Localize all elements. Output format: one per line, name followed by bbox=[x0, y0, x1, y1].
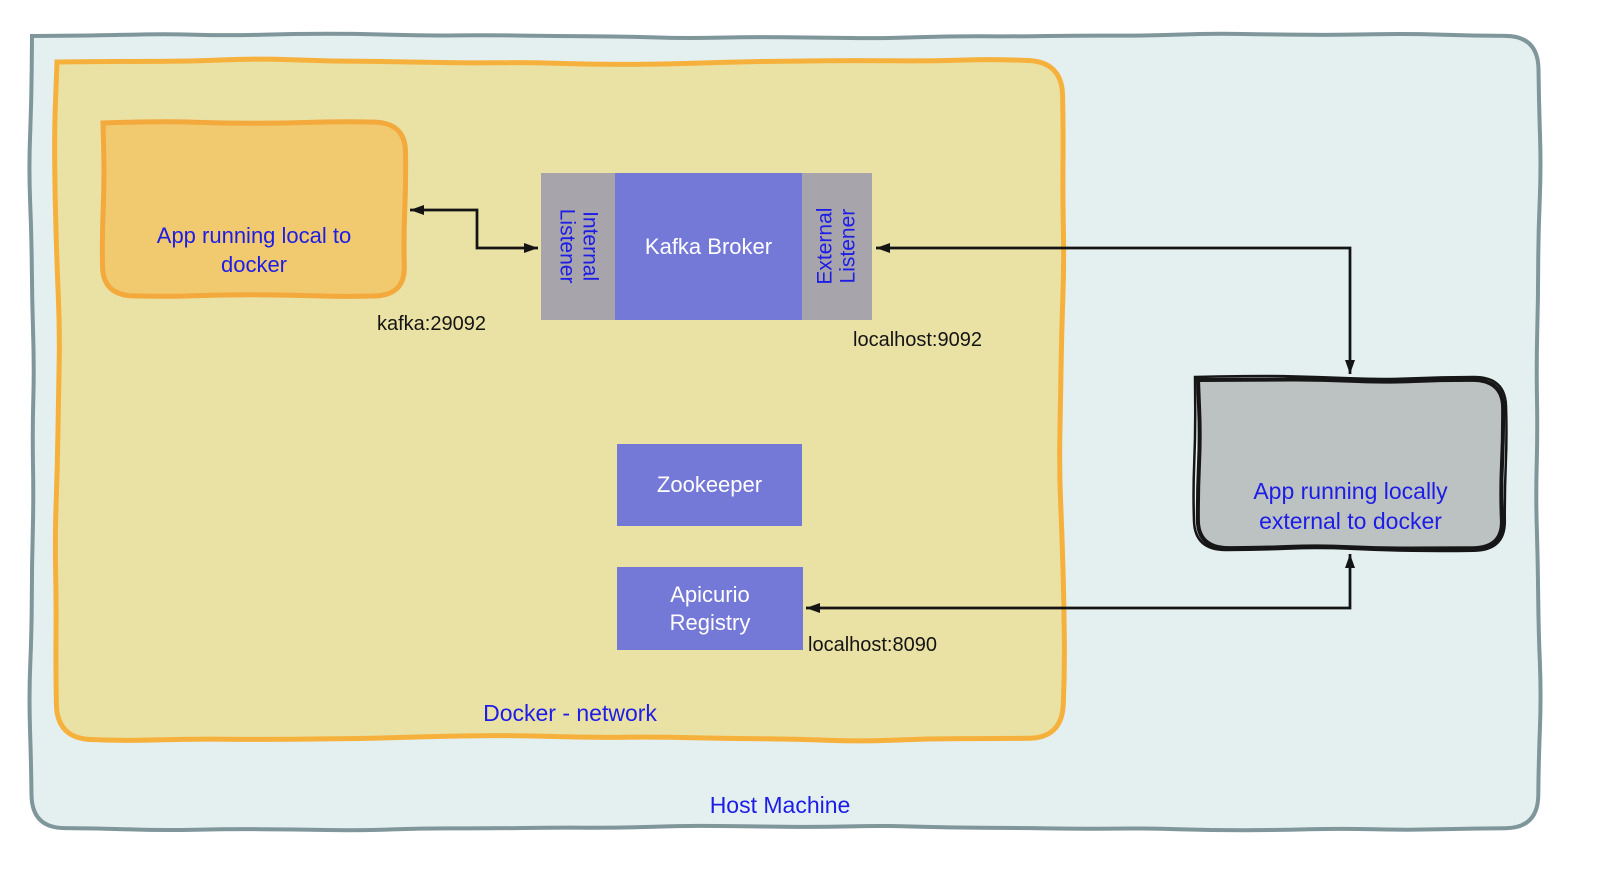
host-machine-label: Host Machine bbox=[709, 792, 851, 818]
apicurio-port-label: localhost:8090 bbox=[808, 634, 937, 656]
internal-listener-line1: Internal bbox=[578, 211, 602, 282]
zookeeper-label: Zookeeper bbox=[656, 472, 763, 498]
kafka-broker-box: Kafka Broker bbox=[615, 173, 802, 320]
apicurio-box: Apicurio Registry bbox=[617, 567, 803, 650]
zookeeper-box: Zookeeper bbox=[617, 444, 802, 526]
internal-listener-panel bbox=[541, 173, 615, 320]
internal-listener-text: Internal Listener bbox=[555, 209, 601, 284]
internal-listener-label: Internal Listener bbox=[541, 173, 615, 320]
app-external-box-outline bbox=[1192, 374, 1508, 553]
docker-network-label: Docker - network bbox=[483, 700, 657, 726]
app-local-line1: App running local to bbox=[156, 223, 352, 248]
arrow-apicurio-app-external bbox=[806, 554, 1355, 613]
external-listener-label: External Listener bbox=[802, 173, 872, 320]
app-local-label: App running local to docker bbox=[103, 222, 405, 279]
external-listener-line2: Listener bbox=[837, 209, 861, 284]
apicurio-line2: Registry bbox=[669, 609, 751, 635]
external-listener-line1: External bbox=[813, 207, 837, 286]
apicurio-line1: Apicurio bbox=[670, 582, 750, 607]
app-external-label: App running locally external to docker bbox=[1198, 477, 1503, 537]
app-local-box bbox=[99, 119, 409, 299]
app-external-box bbox=[1195, 377, 1506, 551]
external-listener-panel bbox=[802, 173, 872, 320]
kafka-internal-port-label: kafka:29092 bbox=[377, 313, 486, 335]
app-local-line2: docker bbox=[220, 251, 288, 277]
app-external-line1: App running locally bbox=[1253, 478, 1448, 504]
external-listener-text: External Listener bbox=[814, 208, 860, 285]
kafka-external-port-label: localhost:9092 bbox=[853, 329, 982, 351]
arrow-app-local-internal-listener bbox=[410, 205, 538, 253]
kafka-broker-label: Kafka Broker bbox=[644, 233, 773, 259]
arrow-external-listener-app-external bbox=[876, 243, 1355, 374]
apicurio-label: Apicurio Registry bbox=[670, 581, 751, 636]
app-external-line2: external to docker bbox=[1259, 507, 1442, 534]
internal-listener-line2: Listener bbox=[555, 209, 578, 284]
